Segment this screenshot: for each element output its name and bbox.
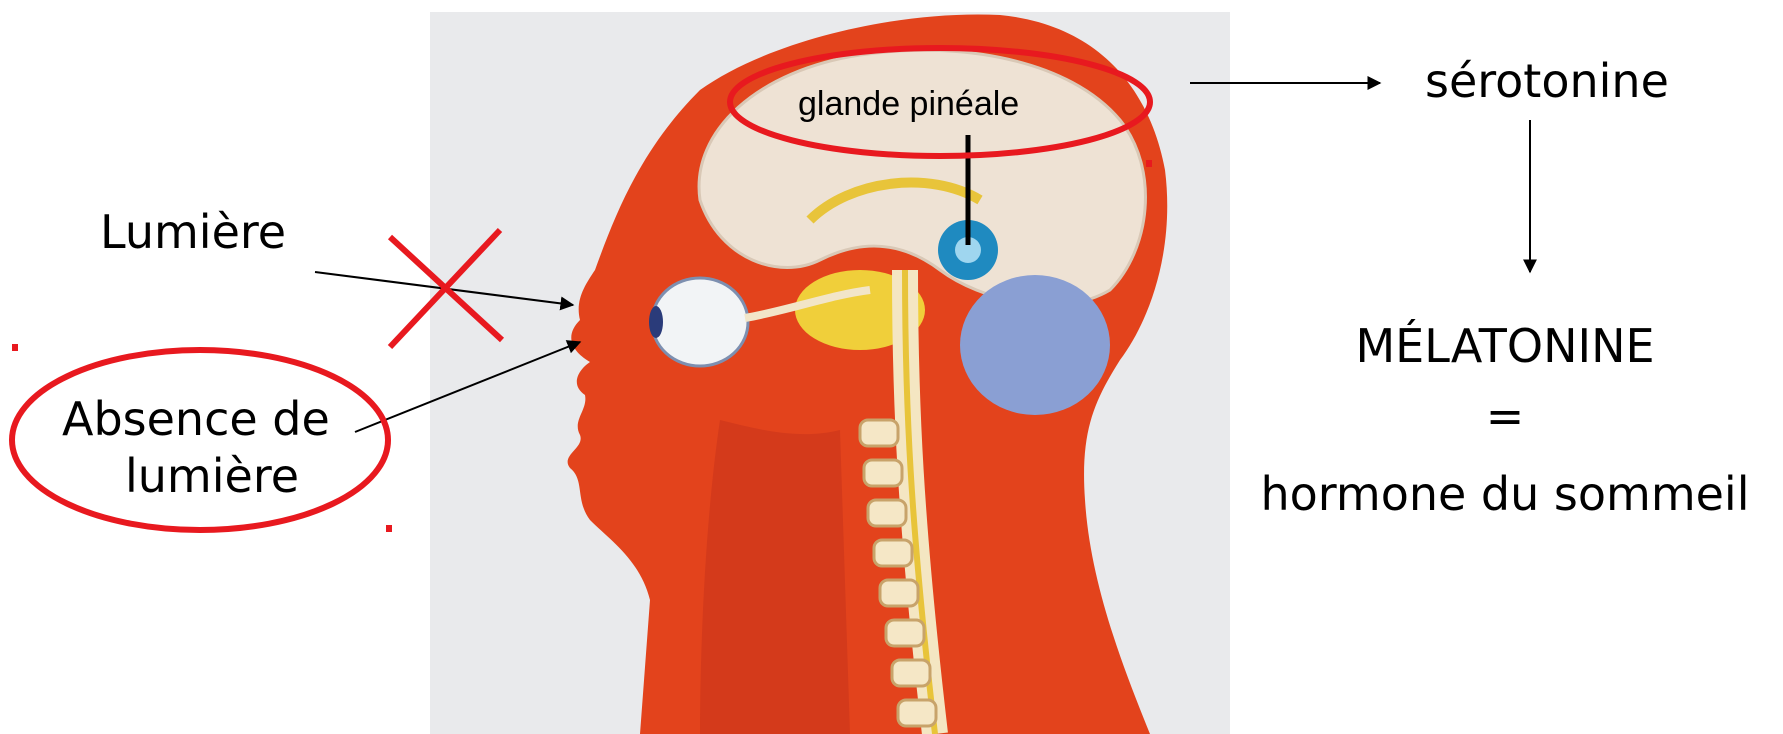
label-equals: = — [1486, 389, 1525, 443]
label-no-light-line2: lumière — [125, 449, 299, 503]
cerebellum — [960, 275, 1110, 415]
head-illustration: glande pinéale — [430, 12, 1230, 734]
red-dot — [12, 344, 18, 351]
red-dot — [386, 525, 392, 532]
label-melatonin: MÉLATONINE — [1355, 319, 1654, 373]
label-no-light-line1: Absence de — [62, 392, 330, 446]
label-sleep-hormone: hormone du sommeil — [1261, 467, 1750, 521]
eye — [652, 278, 748, 366]
pineal-label: glande pinéale — [798, 85, 1019, 123]
label-serotonin: sérotonine — [1425, 54, 1669, 108]
red-dot — [1146, 160, 1152, 167]
neck-shade — [700, 420, 850, 734]
label-light: Lumière — [100, 205, 286, 259]
